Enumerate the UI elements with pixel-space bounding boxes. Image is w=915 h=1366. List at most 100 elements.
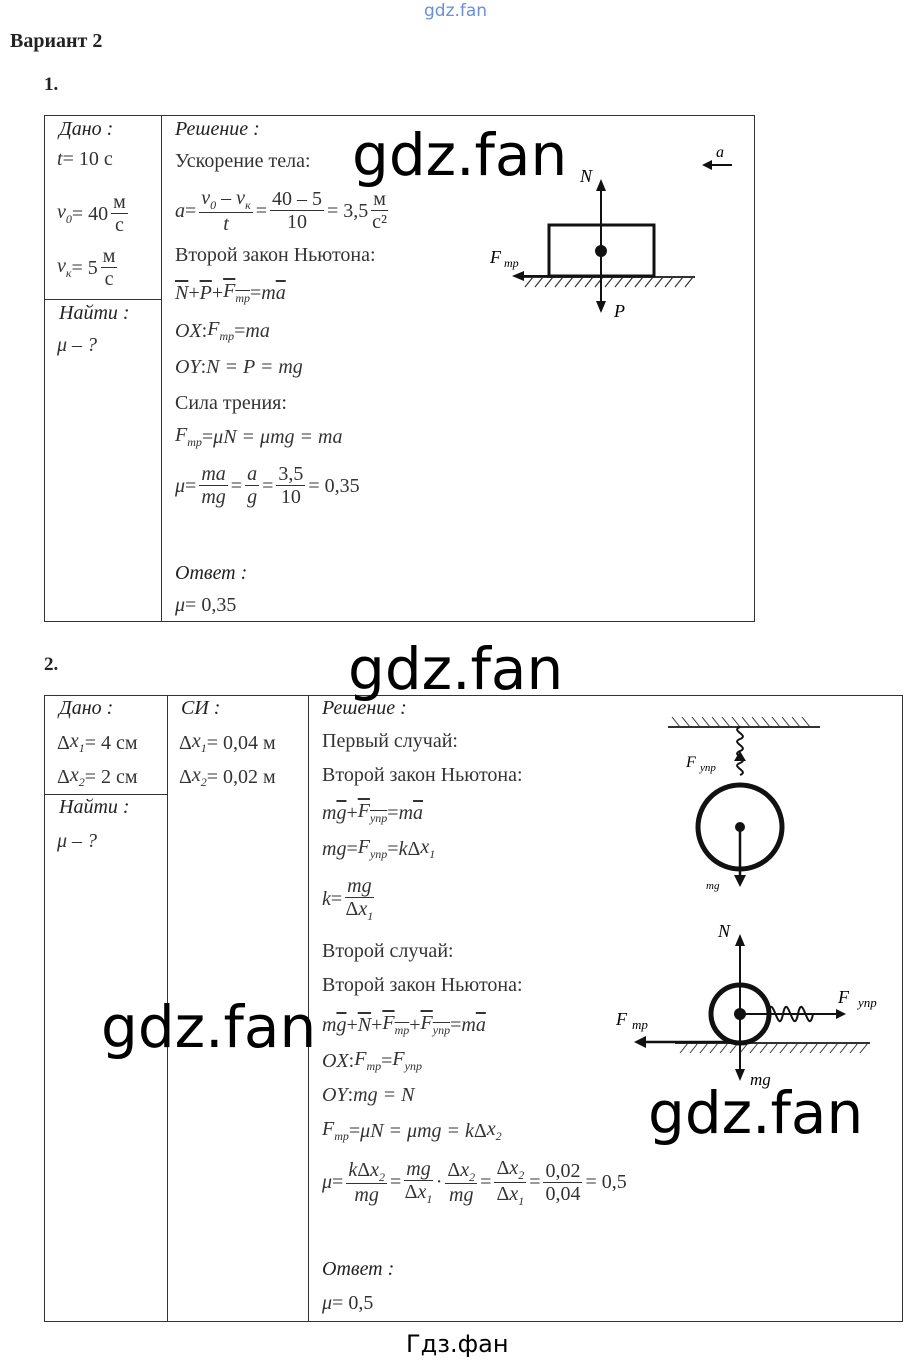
formula-symbol: a bbox=[175, 199, 185, 222]
formula-text: = 0,35 bbox=[185, 594, 237, 616]
formula-text: = bbox=[387, 801, 399, 824]
formula-symbol: OX bbox=[175, 319, 202, 342]
watermark: gdz.fan bbox=[352, 121, 568, 189]
formula-text: = bbox=[201, 425, 214, 448]
denominator: Δx1 bbox=[346, 898, 374, 923]
formula-symbol: x1 bbox=[358, 898, 374, 923]
formula-text: + bbox=[346, 801, 358, 824]
formula-text: м bbox=[113, 191, 126, 213]
vector-symbol: g bbox=[336, 801, 347, 824]
label-F-upr-1: F bbox=[685, 754, 696, 771]
vector-symbol: Fтр bbox=[223, 280, 251, 305]
formula-text: + bbox=[409, 1013, 421, 1036]
formula-text: = bbox=[250, 281, 262, 304]
formula-symbol: k bbox=[348, 1158, 358, 1181]
formula-text: = bbox=[387, 837, 399, 860]
formula-symbol: vк bbox=[236, 187, 251, 212]
vector-symbol: Fупр bbox=[420, 1012, 451, 1037]
formula-text: Δ bbox=[496, 1182, 510, 1205]
formula-symbol: v0 bbox=[201, 187, 217, 212]
formula-text: = bbox=[230, 474, 243, 497]
formula-text: 10 bbox=[286, 211, 307, 234]
formula-symbol: v0 bbox=[57, 201, 72, 226]
formula-symbol: x2 bbox=[69, 764, 85, 789]
problem-2-number: 2. bbox=[44, 654, 59, 675]
formula-symbol: t bbox=[223, 212, 229, 235]
formula-line: Fтр = μN = μmg = ma bbox=[175, 424, 342, 450]
formula-text: = 4 см bbox=[84, 731, 138, 754]
numerator: м bbox=[111, 192, 128, 214]
formula-text: Сила трения: bbox=[175, 392, 287, 414]
label-tr-sub: тр bbox=[632, 1017, 648, 1032]
solution-label: Решение : bbox=[322, 697, 407, 719]
formula-text: = 2 см bbox=[84, 765, 138, 788]
formula-symbol: k bbox=[322, 888, 331, 911]
formula-text: = bbox=[185, 474, 197, 497]
formula-symbol: μN = μmg = k bbox=[360, 1119, 474, 1142]
denominator: Δx1 bbox=[405, 1181, 433, 1206]
vector-symbol: a bbox=[475, 1013, 486, 1036]
watermark: gdz.fan bbox=[101, 993, 317, 1061]
formula-text: = 5 bbox=[71, 256, 98, 279]
formula-symbol: x2 bbox=[460, 1158, 476, 1184]
formula-text: Второй случай: bbox=[322, 940, 454, 962]
formula-line: OX : Fтр = Fупр bbox=[322, 1048, 422, 1074]
formula-text: Δ bbox=[57, 731, 70, 754]
vector-symbol: N bbox=[357, 1013, 372, 1036]
numerator: v0 – vк bbox=[199, 187, 253, 213]
formula-symbol: m bbox=[261, 281, 276, 304]
formula-text: с bbox=[115, 214, 124, 236]
label-F-sub: тр bbox=[504, 256, 519, 270]
formula-text: = bbox=[255, 199, 267, 222]
formula-text: = 0,02 м bbox=[206, 765, 276, 788]
formula-symbol: m bbox=[322, 801, 337, 824]
formula-line: Сила трения: bbox=[175, 392, 287, 415]
formula-line: OX : Fтр = ma bbox=[175, 318, 270, 344]
si-label: СИ : bbox=[181, 697, 221, 719]
formula-symbol: Fтр bbox=[175, 424, 202, 449]
formula-symbol: k bbox=[398, 837, 408, 860]
label-N: N bbox=[717, 921, 731, 941]
block-on-surface-diagram: N F тр P a bbox=[489, 144, 732, 321]
formula-symbol: m bbox=[461, 1013, 476, 1036]
vector-symbol: a bbox=[275, 281, 286, 304]
formula-text: + bbox=[371, 1013, 383, 1036]
formula-text: : bbox=[347, 1084, 354, 1106]
formula-line: μ – ? bbox=[57, 830, 97, 853]
numerator: Δx2 bbox=[445, 1158, 478, 1185]
formula-symbol: x1 bbox=[417, 1181, 433, 1207]
formula-text: Δ bbox=[447, 1158, 461, 1181]
formula-text: : bbox=[200, 356, 207, 378]
formula-symbol: m bbox=[398, 801, 414, 824]
denominator: Δx1 bbox=[496, 1183, 524, 1208]
denominator: mg bbox=[354, 1184, 378, 1206]
formula-symbol: mg bbox=[322, 837, 347, 860]
formula-symbol: x1 bbox=[509, 1182, 525, 1208]
formula-text: Δ bbox=[407, 837, 421, 860]
vector-symbol: N bbox=[175, 281, 189, 304]
formula-symbol: mg bbox=[201, 486, 226, 508]
label-F-tr: F bbox=[615, 1009, 628, 1029]
formula-text: Второй закон Ньютона: bbox=[175, 244, 376, 266]
formula-text: Δ bbox=[57, 765, 70, 788]
formula-text: = bbox=[389, 1171, 402, 1194]
label-F: F bbox=[489, 247, 502, 267]
formula-symbol: Fупр bbox=[392, 1048, 422, 1073]
solution-label: Решение : bbox=[175, 118, 260, 140]
numerator: Δx2 bbox=[494, 1158, 527, 1183]
label-mg-1: mg bbox=[706, 880, 720, 892]
formula-symbol: μ bbox=[175, 474, 186, 497]
